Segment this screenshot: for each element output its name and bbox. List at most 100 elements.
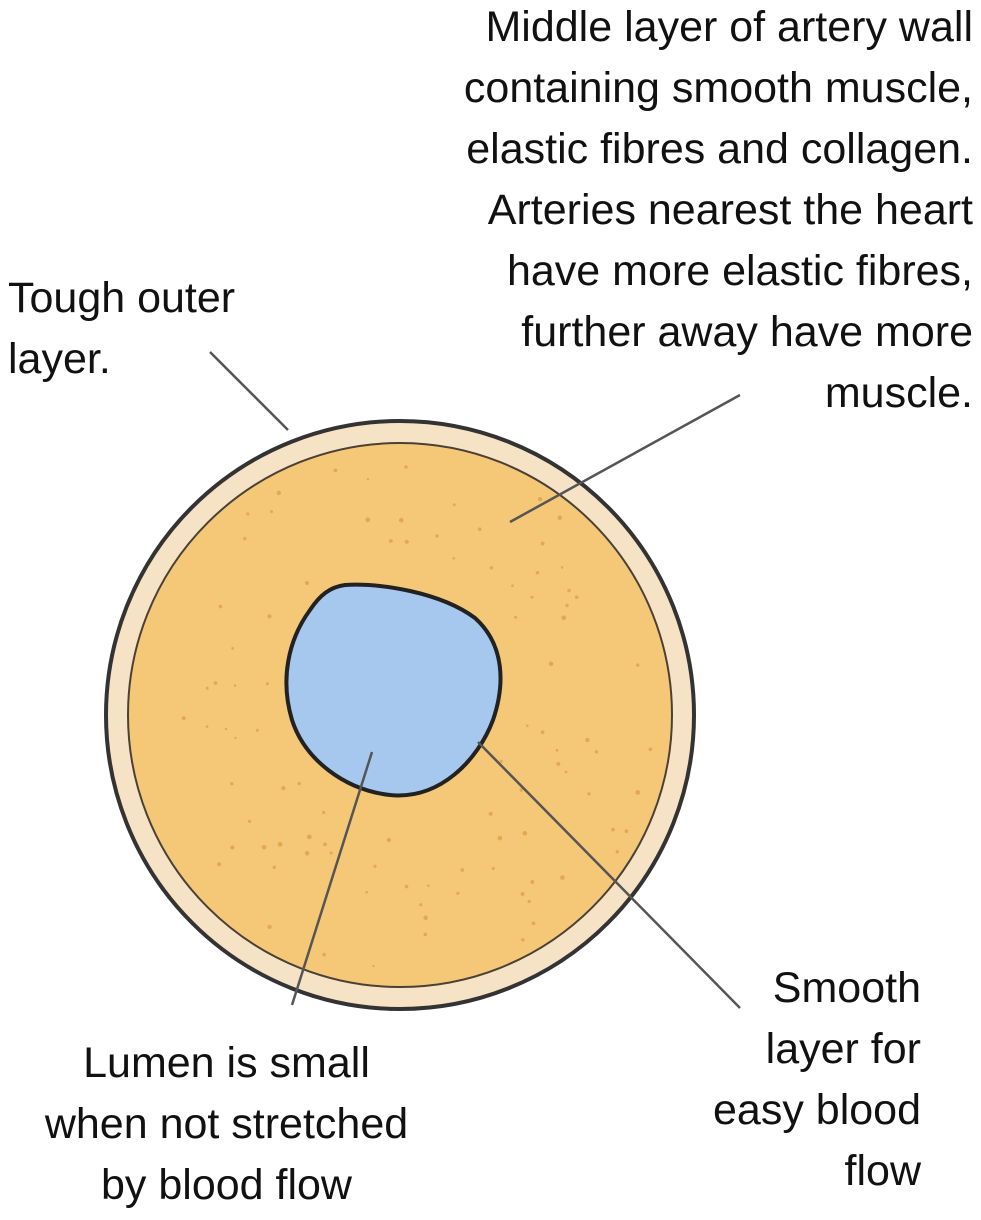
speckle-dot <box>527 899 531 904</box>
speckle-dot <box>230 782 234 786</box>
speckle-dot <box>491 867 495 870</box>
speckle-dot <box>615 850 619 854</box>
smooth-layer-label: Smooth layer for easy blood flow <box>713 958 921 1202</box>
middle-layer-label-line: containing smooth muscle, <box>463 64 973 112</box>
leader-line-lumen <box>290 751 374 1006</box>
speckle-dot <box>329 851 333 855</box>
speckle-dot <box>304 851 310 856</box>
leader-lines <box>209 351 741 1009</box>
speckle-dot <box>587 792 591 796</box>
middle-layer-label-line: have more elastic fibres, <box>506 247 973 295</box>
outer-layer-label: Tough outer layer. <box>8 268 235 390</box>
artery-cross-section <box>104 419 696 1011</box>
speckle-dot <box>297 781 301 786</box>
speckle-dot <box>404 884 409 889</box>
speckle-dot <box>611 827 615 832</box>
leader-line-smooth <box>477 741 741 1009</box>
speckle-dot <box>333 468 338 473</box>
speckle-dot <box>366 478 370 481</box>
speckle-dot <box>365 890 369 894</box>
speckle-dot <box>281 786 286 791</box>
leader-line-outer <box>209 351 289 431</box>
speckle-dot <box>323 842 327 847</box>
speckle-dot <box>427 884 430 888</box>
speckle-dot <box>243 536 247 541</box>
speckle-dot <box>217 862 222 867</box>
lumen-label: Lumen is small when not stretched by blo… <box>14 1033 439 1216</box>
speckle-dot <box>548 661 554 667</box>
middle-layer-label-line: elastic fibres and collagen. <box>466 125 973 173</box>
middle-layer-label-line: Middle layer of artery wall <box>485 3 973 51</box>
speckle-dot <box>531 921 536 926</box>
speckle-dot <box>521 938 525 942</box>
middle-layer-speckles <box>181 465 653 968</box>
speckle-dot <box>261 844 267 850</box>
speckle-dot <box>540 541 545 546</box>
speckle-dot <box>224 727 228 731</box>
smooth-layer-label-line: layer for <box>765 1025 921 1073</box>
speckle-dot <box>530 595 534 599</box>
speckle-dot <box>594 750 599 754</box>
speckle-dot <box>636 663 640 667</box>
speckle-dot <box>460 868 465 872</box>
speckle-dot <box>322 952 327 957</box>
speckle-dot <box>231 646 235 650</box>
speckle-dot <box>574 595 579 599</box>
smooth-layer-label-line: Smooth <box>772 964 921 1012</box>
speckle-dot <box>557 515 563 520</box>
speckle-dot <box>530 880 535 884</box>
speckle-dot <box>230 845 235 850</box>
speckle-dot <box>423 932 428 937</box>
speckle-dot <box>322 810 326 815</box>
speckle-dot <box>561 615 567 621</box>
speckle-dot <box>181 716 186 721</box>
lumen-shape <box>284 582 503 798</box>
speckle-dot <box>270 510 273 514</box>
speckle-dot <box>373 864 377 868</box>
speckle-dot <box>365 517 371 523</box>
speckle-dot <box>386 837 391 843</box>
speckle-dot <box>522 831 528 836</box>
speckle-dot <box>205 686 209 690</box>
lumen-label-line: Lumen is small <box>83 1039 370 1087</box>
speckle-dot <box>535 571 540 575</box>
speckle-dot <box>404 465 408 469</box>
speckle-dot <box>435 534 439 538</box>
speckle-dot <box>555 748 559 752</box>
lumen-label-line: by blood flow <box>101 1161 352 1209</box>
speckle-dot <box>233 684 237 687</box>
outer-layer-label-line: Tough outer <box>8 274 236 322</box>
lumen-label-line: when not stretched <box>44 1100 409 1148</box>
speckle-dot <box>511 584 514 587</box>
speckle-dot <box>452 503 456 507</box>
speckle-dot <box>205 725 209 728</box>
speckle-dot <box>567 588 571 593</box>
middle-layer-label-line: Arteries nearest the heart <box>487 186 973 234</box>
speckle-dot <box>585 737 590 743</box>
speckle-dot <box>277 841 283 847</box>
speckle-dot <box>540 730 545 735</box>
speckle-dot <box>404 539 409 544</box>
middle-layer-label-line: further away have more <box>521 308 973 356</box>
speckle-dot <box>565 603 569 608</box>
middle-layer-label-line: muscle. <box>824 369 973 417</box>
speckle-dot <box>213 681 218 685</box>
speckle-dot <box>304 580 310 586</box>
speckle-dot <box>489 566 494 570</box>
speckle-dot <box>520 892 525 896</box>
speckle-dot <box>488 811 493 816</box>
speckle-dot <box>456 891 460 895</box>
speckle-dot <box>246 512 250 516</box>
speckle-dot <box>537 496 543 502</box>
speckle-dot <box>452 557 456 560</box>
speckle-dot <box>218 604 223 609</box>
speckle-dot <box>419 903 423 907</box>
speckle-dot <box>399 517 404 523</box>
speckle-dot <box>499 759 503 764</box>
speckle-dot <box>635 790 641 795</box>
speckle-dot <box>564 770 568 774</box>
speckle-dot <box>497 835 503 841</box>
speckle-dot <box>372 964 375 968</box>
speckle-dot <box>272 865 276 869</box>
